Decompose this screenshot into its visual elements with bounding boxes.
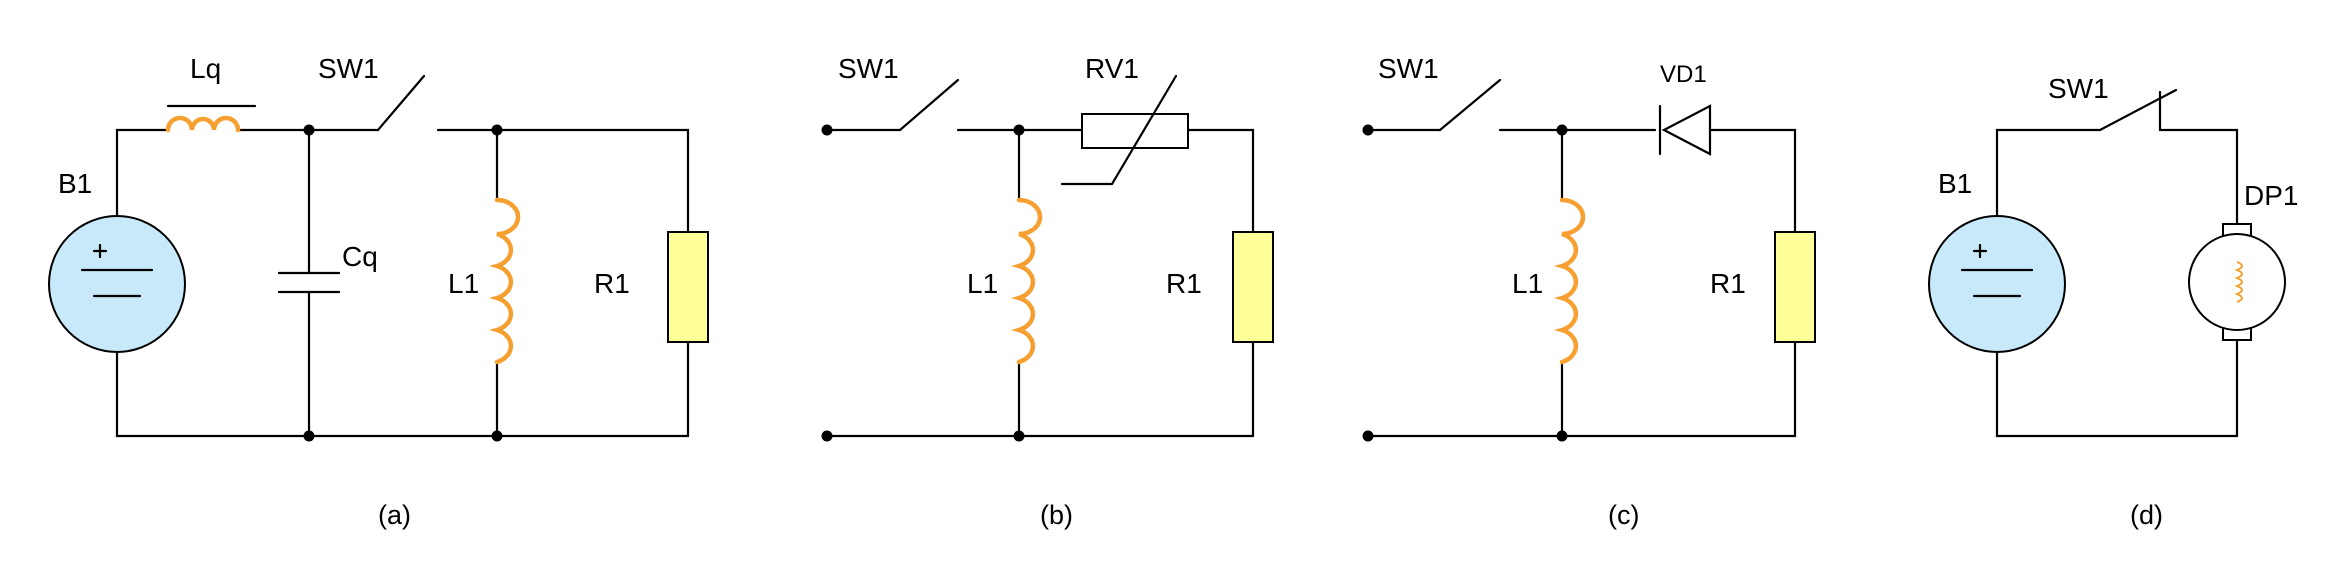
motor-d [2188,223,2286,341]
wires-c [1366,128,1797,438]
circuit-d: SW1 B1 DP1 (d) [1928,73,2298,530]
resistor-a [667,231,709,343]
label-sw1-c: SW1 [1378,53,1439,84]
junctions-c [1362,124,1568,442]
switch-d [2098,88,2178,132]
label-r1-c: R1 [1710,268,1746,299]
resistor-c [1774,231,1816,343]
label-sw1-a: SW1 [318,53,379,84]
label-r1-b: R1 [1166,268,1202,299]
caption-b: (b) [1040,500,1073,530]
label-lq: Lq [190,53,221,84]
junctions-b [821,124,1025,442]
switch-a [376,74,426,132]
label-dp1: DP1 [2244,180,2298,211]
inductor-a [488,197,521,365]
caption-a: (a) [378,500,411,530]
label-cq: Cq [342,241,378,272]
caption-c: (c) [1608,500,1639,530]
choke-a [165,104,257,133]
junctions-a [303,124,503,442]
label-rv1: RV1 [1085,53,1139,84]
diode-c [1658,104,1712,156]
circuit-c: SW1 VD1 L1 R1 (c) [1362,53,1816,530]
switch-b [898,78,960,132]
inductor-c [1553,197,1586,365]
label-sw1-d: SW1 [2048,73,2109,104]
label-l1-c: L1 [1512,268,1543,299]
circuit-b: SW1 RV1 L1 R1 (b) [821,53,1274,530]
caption-d: (d) [2130,500,2163,530]
battery-d [1928,215,2066,353]
label-l1-a: L1 [448,268,479,299]
switch-c [1438,78,1502,132]
label-r1-a: R1 [594,268,630,299]
inductor-b [1010,197,1043,365]
battery-a [48,215,186,353]
capacitor-a [277,271,341,294]
label-sw1-b: SW1 [838,53,899,84]
wires-d [1995,128,2239,438]
label-b1-d: B1 [1938,168,1972,199]
circuit-a: B1 Lq SW1 Cq L1 R1 (a) [48,53,709,530]
label-l1-b: L1 [967,268,998,299]
resistor-b [1232,231,1274,343]
varistor-b [1060,74,1189,186]
label-b1-a: B1 [58,168,92,199]
label-vd1: VD1 [1660,61,1707,88]
wires-a [115,128,690,438]
